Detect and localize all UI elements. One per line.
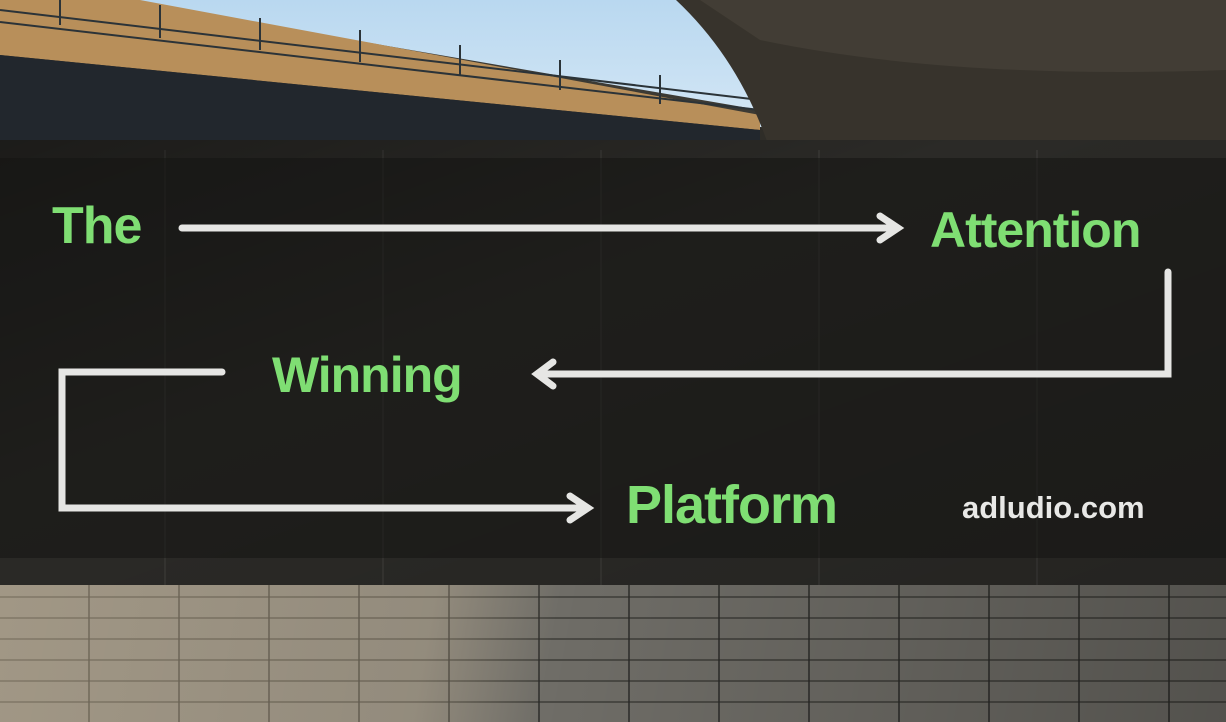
brand-logo-text: adludio.com [962, 490, 1145, 525]
arrowhead-right-icon [566, 492, 595, 524]
arrow-attention-to-winning [536, 268, 1172, 378]
arrow-winning-to-platform [58, 368, 589, 512]
pavement-joints [0, 585, 1226, 722]
headline-word-platform: Platform [626, 475, 838, 535]
pavement-sunlight [0, 585, 1226, 722]
headline-word-winning: Winning [272, 347, 463, 403]
headline-word-the: The [52, 197, 142, 255]
arrowhead-left-icon [531, 358, 557, 390]
arrowhead-right-icon [876, 212, 905, 244]
overpass-structure [0, 0, 1226, 150]
headline-word-attention: Attention [930, 202, 1141, 258]
